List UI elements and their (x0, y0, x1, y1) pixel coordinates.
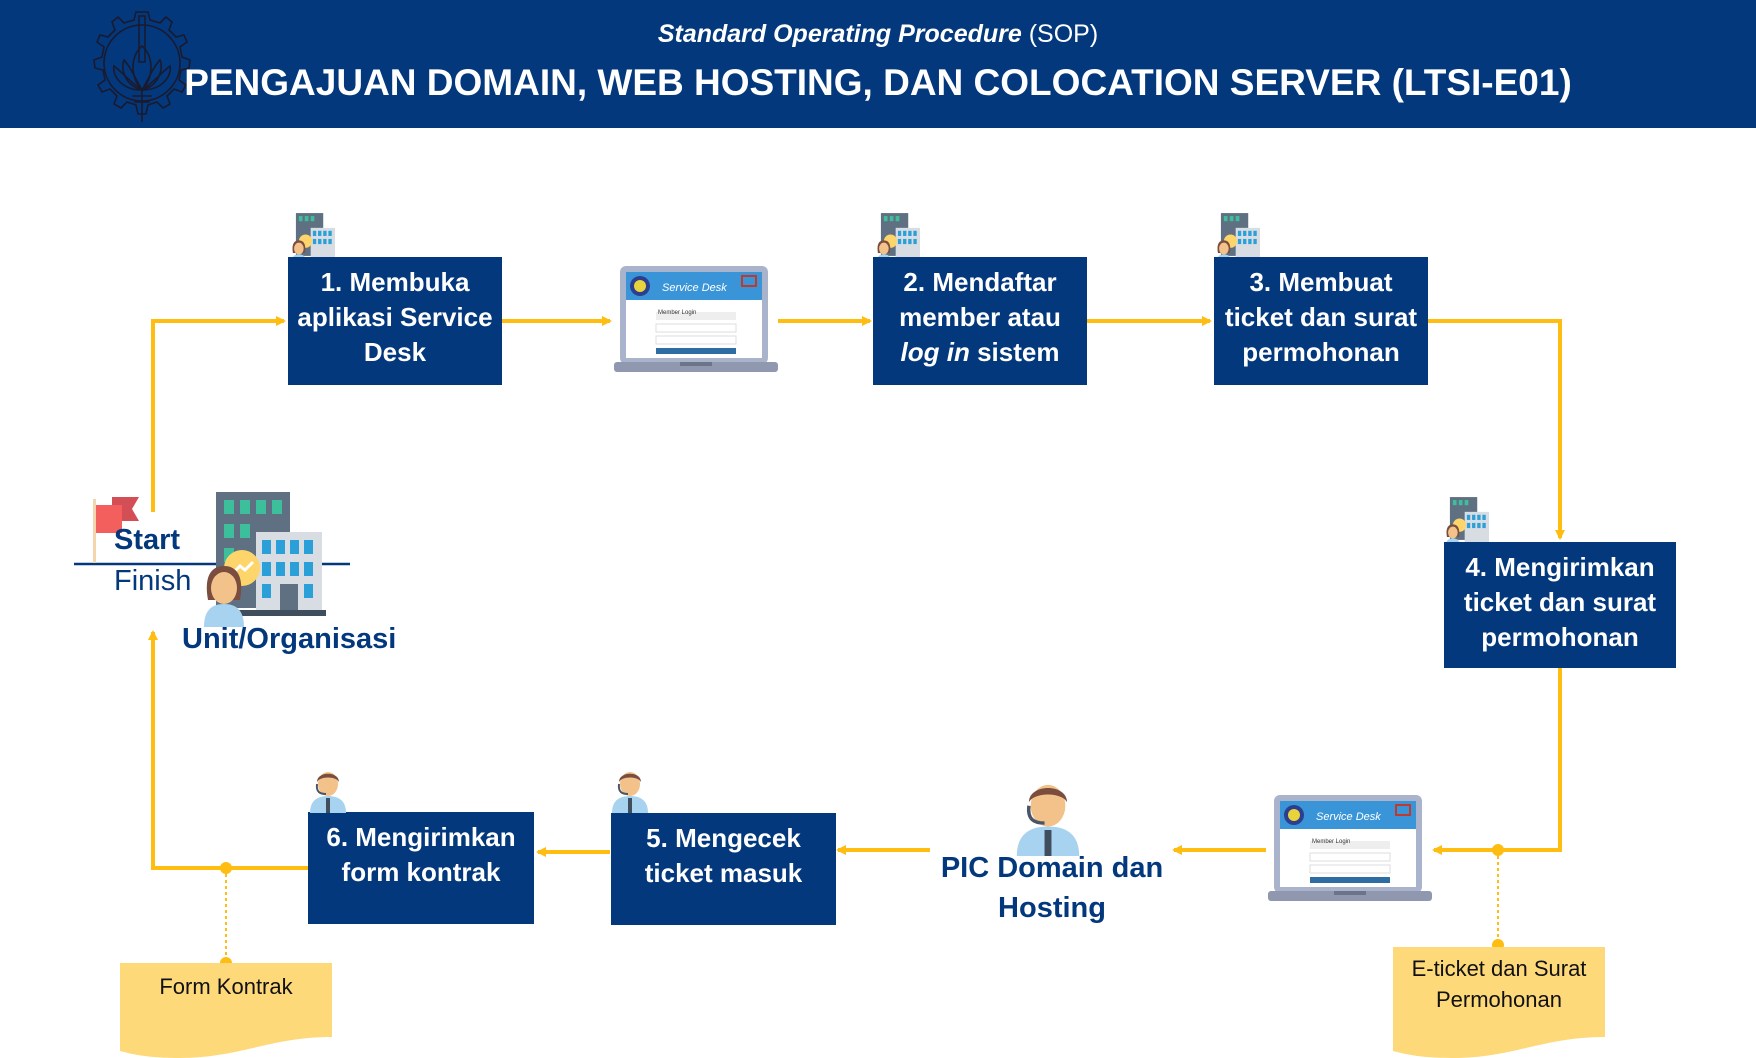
document-shape (1393, 947, 1605, 1058)
subtitle-suffix: (SOP) (1021, 20, 1099, 48)
arrow-step6-to-finish (148, 630, 308, 870)
flag-icon (93, 497, 139, 563)
step-4-line: permohonan (1481, 622, 1639, 652)
actor-unit-organisasi-label: Unit/Organisasi (182, 623, 397, 655)
step-6-line: form kontrak (341, 857, 501, 887)
laptop-icon (1268, 795, 1432, 901)
step-2-italic: log in (900, 337, 970, 367)
unit-organisasi-icon (1445, 497, 1490, 547)
arrow-step4-to-laptop (1432, 668, 1562, 855)
pic-label: PIC Domain dan Hosting (930, 848, 1174, 928)
step-3-box: 3. Membuat ticket dan surat permohonan (1214, 257, 1428, 385)
pic-label-line-1: PIC Domain dan (940, 852, 1164, 884)
laptop-form-title: Member Login (1312, 839, 1351, 845)
page-title: PENGAJUAN DOMAIN, WEB HOSTING, DAN COLOC… (184, 62, 1572, 103)
laptop-icon (614, 266, 778, 372)
arrow-start-to-step1 (151, 316, 286, 512)
step-5-box: 5. Mengecek ticket masuk (611, 813, 836, 925)
junction-dot (220, 862, 232, 874)
service-desk-laptop: Service Desk Member Login (614, 266, 778, 376)
step-4-line: 4. Mengirimkan (1465, 552, 1655, 582)
document-eticket-line-2: Permohonan (1436, 987, 1562, 1012)
step-1-line: Desk (363, 337, 427, 367)
pic-domain-hosting-icon (1016, 784, 1080, 856)
step-1-line: 1. Membuka (320, 267, 470, 297)
laptop-form-title: Member Login (658, 310, 697, 316)
service-desk-laptop: Service Desk Member Login (1268, 795, 1432, 905)
junction-dot (1492, 844, 1504, 856)
document-eticket-line-1: E-ticket dan Surat (1411, 956, 1587, 981)
document-form-kontrak: Form Kontrak (159, 974, 293, 999)
step-6-line: 6. Mengirimkan (326, 822, 516, 852)
step-6-box: 6. Mengirimkan form kontrak (308, 812, 534, 924)
start-label: Start (114, 524, 181, 556)
pic-agent-icon (612, 772, 648, 813)
unit-organisasi-icon (876, 213, 921, 263)
unit-organisasi-icon (1216, 213, 1261, 263)
unit-organisasi-icon (291, 213, 336, 263)
subtitle-italic: Standard Operating Procedure (657, 20, 1022, 48)
finish-label: Finish (114, 565, 192, 597)
header-banner: Standard Operating Procedure (SOP) PENGA… (0, 0, 1756, 128)
step-5-line: 5. Mengecek (646, 823, 801, 853)
laptop-app-name: Service Desk (1316, 811, 1381, 823)
step-5-line: ticket masuk (644, 858, 803, 888)
pic-agent-icon (310, 772, 346, 813)
step-3-line: 3. Membuat (1249, 267, 1393, 297)
step-2-line: member atau (899, 302, 1061, 332)
step-1-line: aplikasi Service (297, 302, 493, 332)
laptop-app-name: Service Desk (662, 282, 727, 294)
organization-building-icon (204, 492, 326, 627)
step-4-line: ticket dan surat (1463, 587, 1657, 617)
subtitle: Standard Operating Procedure (SOP) (0, 20, 1756, 49)
step-2-line-3-text: sistem (977, 337, 1060, 367)
its-logo-icon (93, 11, 191, 122)
step-3-line: permohonan (1242, 337, 1400, 367)
step-2-line-3: log in sistem (899, 335, 1061, 370)
document-shape (120, 963, 332, 1058)
step-2-line: 2. Mendaftar (903, 267, 1057, 297)
step-3-line: ticket dan surat (1224, 302, 1418, 332)
pic-label-line-2: Hosting (998, 892, 1106, 924)
step-4-box: 4. Mengirimkan ticket dan surat permohonan (1444, 542, 1676, 668)
document-eticket-surat: E-ticket dan Surat Permohonan (1393, 953, 1605, 1015)
